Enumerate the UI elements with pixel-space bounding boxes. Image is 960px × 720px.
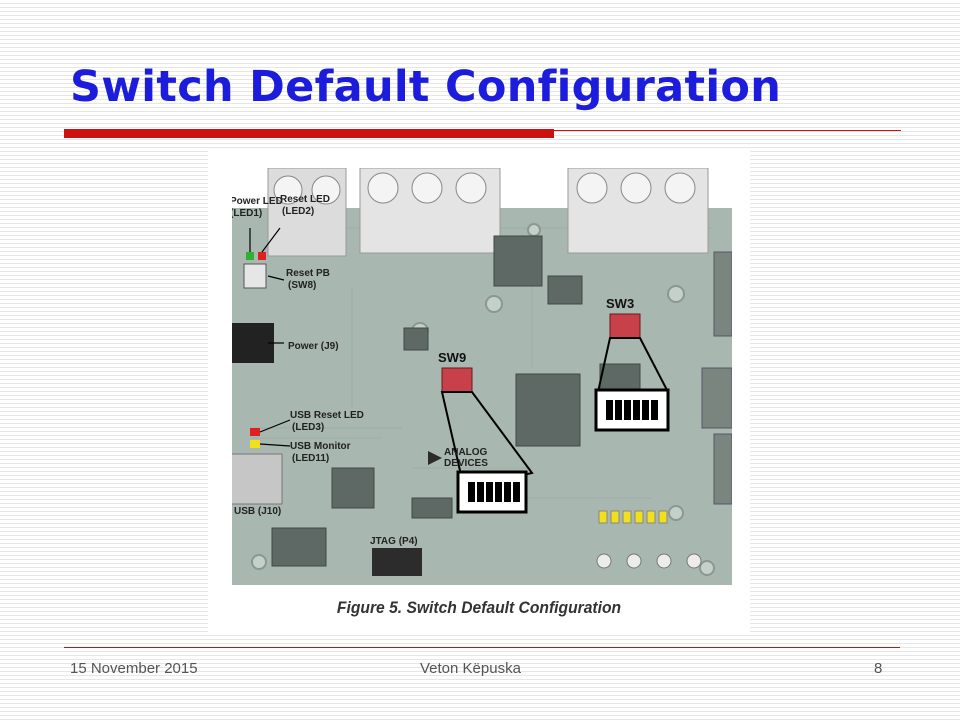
figure-caption: Figure 5. Switch Default Configuration (336, 598, 622, 617)
power-led (246, 252, 254, 260)
title-underline-thick (64, 129, 554, 138)
sw3-dip-switch (609, 313, 641, 339)
title-underline-thin (554, 130, 901, 131)
label-usb-monitor-ref: (LED11) (292, 453, 329, 464)
analog-devices-logo-icon (428, 451, 442, 465)
usb-connector (232, 453, 283, 505)
power-jack (232, 323, 274, 363)
rca-connectors (267, 168, 709, 257)
footer-author: Veton Këpuska (420, 660, 521, 677)
logo-text-line1: ANALOG (444, 447, 488, 458)
user-leds (598, 510, 668, 524)
usb-monitor-led (250, 440, 260, 448)
label-sw3: SW3 (606, 296, 634, 311)
label-jtag: JTAG (P4) (370, 536, 418, 547)
label-reset-pb: Reset PB (286, 268, 330, 279)
footer-date: 15 November 2015 (70, 660, 198, 677)
label-reset-pb-ref: (SW8) (288, 280, 316, 291)
usb-reset-led (250, 428, 260, 436)
jtag-header (372, 548, 422, 576)
label-power-led-ref: (LED1) (232, 208, 262, 219)
label-sw9: SW9 (438, 350, 466, 365)
board-figure: ANALOG DEVICES Power LED (LED1) Reset LE… (208, 150, 750, 632)
reset-push-button (243, 263, 267, 289)
slide-number: 8 (874, 660, 883, 677)
label-power-jack: Power (J9) (288, 341, 339, 352)
slide-title: Switch Default Configuration (70, 62, 782, 112)
board-diagram: ANALOG DEVICES Power LED (LED1) Reset LE… (232, 168, 732, 585)
label-reset-led: Reset LED (280, 194, 330, 205)
label-usb-reset-led: USB Reset LED (290, 410, 364, 421)
label-usb-reset-led-ref: (LED3) (292, 422, 324, 433)
footer-rule (64, 647, 900, 648)
reset-led (258, 252, 266, 260)
label-reset-led-ref: (LED2) (282, 206, 314, 217)
label-usb-monitor: USB Monitor (290, 441, 351, 452)
sw9-dip-switch (441, 367, 473, 393)
label-power-led: Power LED (232, 196, 283, 207)
label-usb: USB (J10) (234, 506, 281, 517)
logo-text-line2: DEVICES (444, 458, 488, 469)
